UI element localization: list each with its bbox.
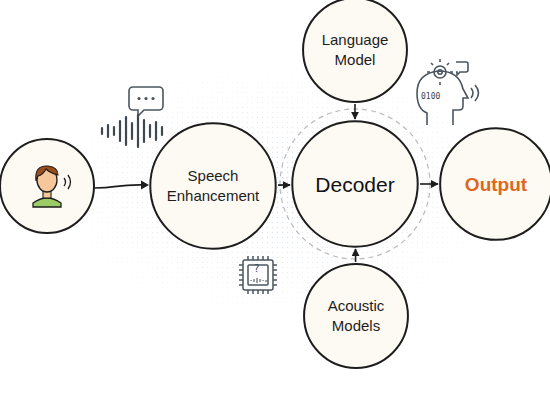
model-circle: Acoustic Models — [303, 263, 409, 369]
output-circle: Output — [439, 127, 550, 241]
speaker-icon — [0, 139, 94, 233]
arrow-head — [141, 181, 149, 190]
dashed-ring — [280, 109, 430, 259]
circle-shape — [303, 0, 407, 102]
circle-shape — [292, 121, 417, 246]
ai-head-icon — [417, 59, 479, 125]
process-circle: Speech Enhancement — [149, 122, 277, 250]
decoder-circle: Decoder — [291, 120, 419, 248]
circle-shape — [304, 264, 408, 368]
node-text: Speech Enhancement — [149, 166, 277, 206]
model-circle: Language Model — [302, 0, 408, 103]
arrow-connector — [355, 249, 357, 262]
node-text: Acoustic Models — [303, 296, 409, 336]
binary-text: 0100 — [421, 92, 440, 101]
circle-shape — [440, 128, 550, 240]
circle-outline — [149, 122, 277, 250]
arrow-connector — [354, 104, 356, 119]
speech-bubble-icon — [129, 87, 163, 116]
input-arrow — [94, 185, 147, 188]
node-text: Decoder — [305, 171, 404, 198]
node-text: Language Model — [302, 30, 408, 70]
arrow-connector — [420, 183, 438, 185]
arrow-connector — [278, 184, 290, 186]
circle-shape — [150, 123, 275, 248]
chip-symbol: ? — [254, 263, 259, 274]
waveform-icon — [102, 115, 162, 147]
circle-outline — [303, 263, 409, 369]
node-text: Output — [455, 172, 537, 197]
chip-icon — [239, 256, 277, 294]
